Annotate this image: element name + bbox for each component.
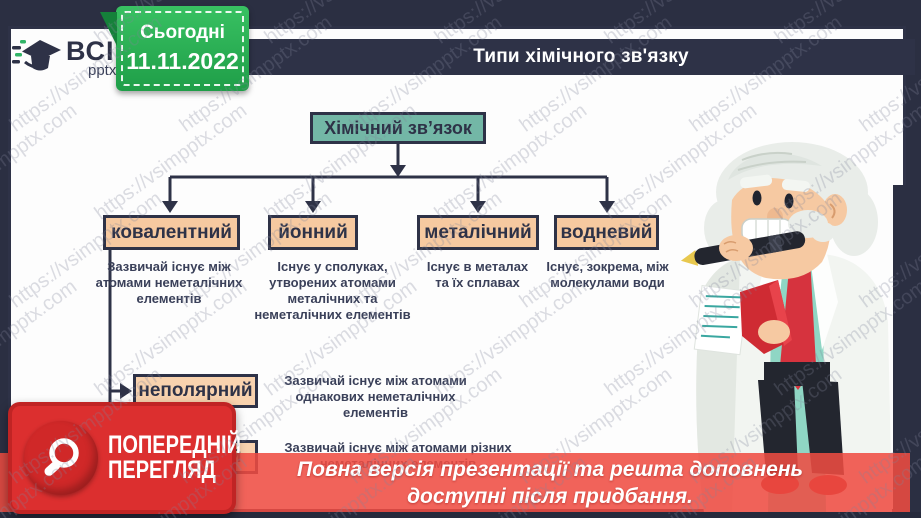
desc-covalent: Зазвичай існує між атомами неметалічних … [95, 259, 243, 306]
preview-badge-text: ПОПЕРЕДНІЙ ПЕРЕГЛЯД [108, 433, 241, 483]
date-badge-date: 11.11.2022 [126, 48, 239, 74]
logo-sub: pptx [88, 62, 117, 79]
node-metallic-label: металічний [424, 221, 532, 243]
purchase-banner-text: Повна версія презентації та решта доповн… [190, 456, 910, 510]
node-hydrogen-label: водневий [560, 221, 653, 243]
desc-ionic: Існує у сполуках, утворених атомами мета… [254, 259, 411, 322]
slide-title: Типи хімічного зв'язку [473, 46, 689, 67]
preview-badge: ПОПЕРЕДНІЙ ПЕРЕГЛЯД [8, 402, 241, 514]
einstein-illustration [680, 142, 892, 512]
desc-nonpolar: Зазвичай існує між атомами однакових нем… [284, 373, 467, 420]
date-badge-label: Сьогодні [140, 22, 225, 43]
node-ionic-label: йонний [278, 221, 348, 243]
magnifier-circle [24, 421, 98, 495]
diagram-root-node: Хімічний зв’язок [310, 112, 486, 144]
preview-badge-line1: ПОПЕРЕДНІЙ [108, 431, 241, 459]
diagram-root-label: Хімічний зв’язок [324, 117, 472, 138]
desc-hydrogen: Існує, зокрема, між молекулами води [546, 259, 669, 290]
purchase-banner-line2: доступні після придбання. [407, 484, 693, 508]
date-badge-fold [100, 12, 117, 46]
bottom-edge-strip [0, 512, 921, 518]
desc-metallic: Існує в металах та їх сплавах [426, 259, 529, 290]
date-badge-border: Сьогодні 11.11.2022 [121, 11, 244, 86]
preview-badge-line2: ПЕРЕГЛЯД [108, 456, 216, 484]
node-ionic: йонний [268, 215, 358, 250]
node-hydrogen: водневий [554, 215, 659, 250]
title-bar: Типи хімічного зв'язку [247, 39, 915, 75]
node-nonpolar-label: неполярний [138, 380, 253, 401]
node-metallic: металічний [417, 215, 539, 250]
magnifier-icon [44, 438, 79, 476]
date-badge: Сьогодні 11.11.2022 [100, 6, 249, 91]
purchase-banner-line1: Повна версія презентації та решта доповн… [297, 457, 803, 481]
node-covalent-label: ковалентний [111, 221, 232, 243]
node-covalent: ковалентний [103, 215, 240, 250]
graduation-cap-icon [12, 40, 61, 71]
